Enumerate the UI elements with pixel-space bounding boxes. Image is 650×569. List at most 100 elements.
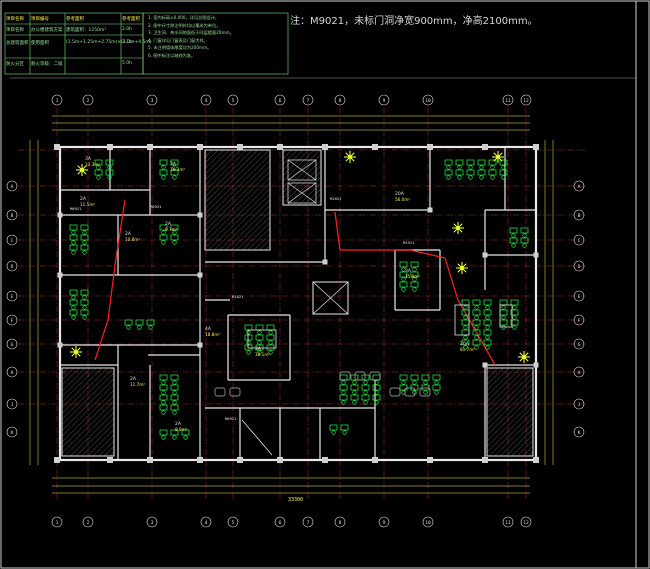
schedule-cell: 耐火等级：二级: [31, 62, 63, 67]
desk-seat: [170, 384, 179, 391]
axis-bubble-bottom-10: 10: [422, 516, 434, 528]
axis-bubble-bottom-1: 1: [51, 516, 63, 528]
desk-seat: [339, 384, 348, 391]
room-area: 9.7m²: [165, 227, 178, 232]
general-note-line: 6. 图中标注以轴线为准。: [148, 52, 196, 58]
desk-seat: [361, 374, 370, 381]
desk-seat: [170, 169, 179, 176]
desk-seat: [266, 334, 275, 341]
left-dimensions: [29, 140, 39, 465]
axis-bubble-top-4: 4: [200, 94, 212, 106]
desk-seat: [159, 404, 168, 411]
axis-bubble-right-B: B: [573, 209, 585, 221]
desk-seat: [255, 324, 264, 331]
schedule-cell: 2.0h: [122, 27, 133, 32]
room-area: 18.8m²: [205, 332, 220, 337]
svg-text:A: A: [578, 184, 581, 190]
desk-seat: [399, 281, 408, 288]
general-note-line: 1. 室内标高±0.000，详见总图设计。: [148, 15, 220, 20]
desk-seat: [499, 309, 508, 316]
desk-seat: [499, 299, 508, 306]
desk-seat: [410, 271, 419, 278]
axis-bubble-right-G: G: [573, 338, 585, 350]
svg-text:G: G: [11, 342, 14, 348]
room-area: 11.5m²: [80, 202, 95, 207]
schedule-cell: (1.5m+1.25m+2.75m)×(1.0m+4.5m): [66, 40, 152, 45]
desk-seat: [520, 237, 529, 244]
desk-seat: [432, 384, 441, 391]
axis-bubble-top-9: 9: [378, 94, 390, 106]
desk-seat: [410, 374, 419, 381]
desk-seat: [499, 169, 508, 176]
bottom-dimensions: [52, 477, 530, 494]
svg-text:12: 12: [523, 520, 529, 526]
axis-bubble-right-H: H: [573, 366, 585, 378]
desk-seat: [69, 299, 78, 306]
room-area: 10.8m²: [125, 237, 140, 242]
room-area: 15.9m²: [405, 274, 420, 279]
svg-text:B: B: [578, 213, 581, 219]
desk-seat: [399, 271, 408, 278]
axis-bubble-right-D: D: [573, 260, 585, 272]
desk-seat: [339, 394, 348, 401]
desk-seat: [80, 234, 89, 241]
desk-seat: [159, 429, 168, 436]
room-area: 11.7m²: [130, 382, 145, 387]
axis-bubble-left-E: E: [6, 290, 18, 302]
general-note-line: 5. 未注明墙体厚度均为200mm。: [148, 45, 212, 50]
general-note-line: 4. 门窗详见门窗表及门窗大样。: [148, 37, 208, 43]
desk-seat: [466, 169, 475, 176]
desk-seat: [509, 227, 518, 234]
door-tag: M1021: [330, 196, 342, 201]
room-tag: 2A: [125, 231, 132, 237]
room-tag: 3A: [85, 156, 92, 162]
room-area: 13.3m²: [85, 162, 100, 167]
door-tag: M0921: [225, 416, 237, 421]
room-tag: 20A: [395, 191, 405, 197]
desk-seat: [510, 299, 519, 306]
axis-bubble-left-D: D: [6, 260, 18, 272]
desk-seat: [399, 261, 408, 268]
structural-columns: [54, 144, 539, 463]
desk-seat: [80, 299, 89, 306]
desk-seat: [255, 344, 264, 351]
desk-seat: [244, 324, 253, 331]
evacuation-route: [94, 199, 496, 366]
desk-seat: [421, 374, 430, 381]
room-tag: 20A: [460, 341, 470, 347]
desk-seat: [372, 374, 381, 381]
svg-text:7: 7: [307, 98, 310, 104]
desk-seat: [372, 394, 381, 401]
svg-text:G: G: [578, 342, 581, 348]
desk-seat: [461, 339, 470, 346]
interior-walls: [60, 147, 536, 460]
desk-seat: [170, 394, 179, 401]
plant-icon: [76, 164, 88, 176]
building-walls: [58, 145, 538, 462]
axis-bubble-right-K: K: [573, 426, 585, 438]
svg-text:J: J: [11, 402, 14, 408]
door-tag: M0921: [70, 206, 82, 211]
desk-seat: [159, 374, 168, 381]
plant-icon: [70, 346, 82, 358]
desk-seat: [483, 329, 492, 336]
axis-bubble-top-12: 12: [520, 94, 532, 106]
desk-seat: [472, 339, 481, 346]
svg-text:4: 4: [205, 520, 208, 526]
desk-seat: [444, 159, 453, 166]
desk-seat: [159, 234, 168, 241]
desk-seat: [159, 384, 168, 391]
desk-seat: [69, 309, 78, 316]
schedule-header: 项目编号: [31, 17, 49, 22]
desk-seat: [477, 159, 486, 166]
desk-seat: [466, 159, 475, 166]
desk-seat: [94, 159, 103, 166]
svg-text:11: 11: [505, 520, 511, 526]
desk-seat: [410, 281, 419, 288]
desk-seat: [80, 224, 89, 231]
desk-seat: [472, 299, 481, 306]
axis-bubble-bottom-8: 8: [334, 516, 346, 528]
plant-icon: [456, 262, 468, 274]
desk-seat: [510, 309, 519, 316]
axis-bubble-bottom-3: 3: [146, 516, 158, 528]
